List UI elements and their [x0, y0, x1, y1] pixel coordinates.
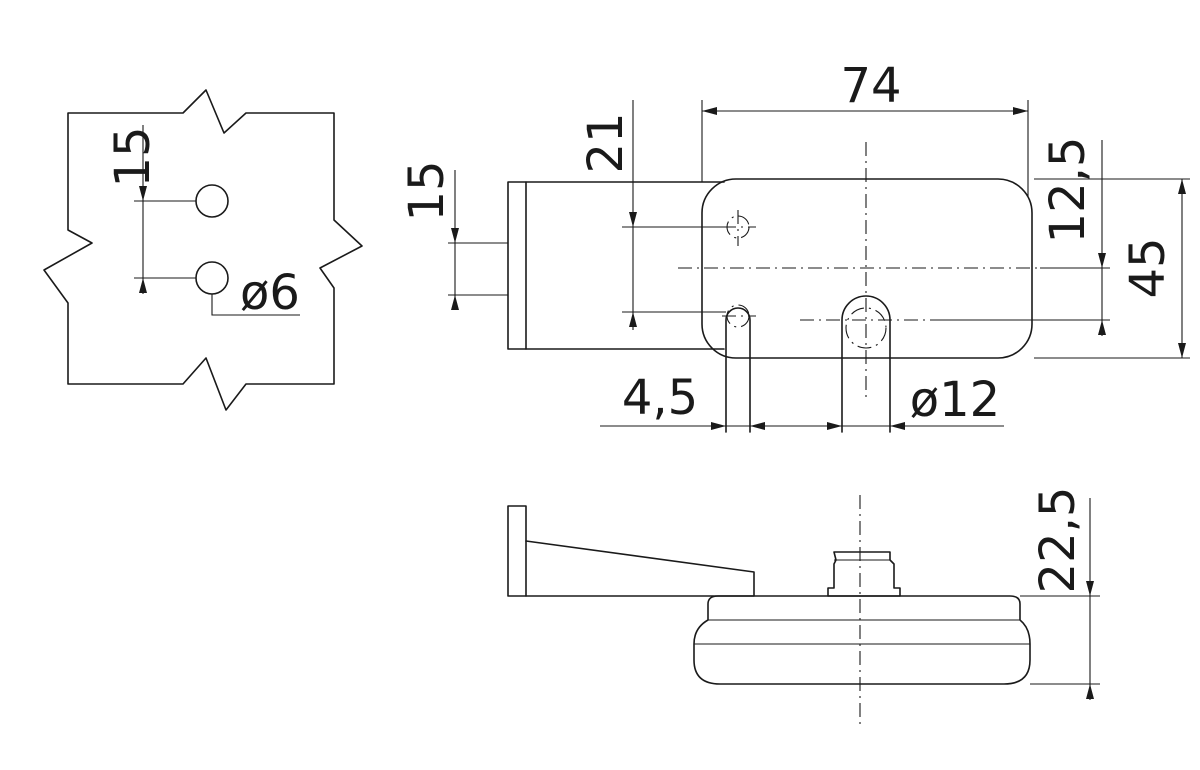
top-view — [448, 100, 1190, 433]
dim-total-width-label: 74 — [840, 58, 901, 114]
slot-center — [841, 295, 891, 433]
grommet — [827, 551, 901, 597]
dim-slot-spacing-label: 21 — [578, 112, 634, 173]
side-bracket-arm — [525, 540, 755, 597]
lamp-body-outline — [701, 178, 1033, 359]
dim-hole-spacing-label: 15 — [105, 126, 161, 187]
dim-bracket-offset-label: 15 — [399, 160, 455, 221]
cutout-outline — [43, 89, 363, 411]
dim-hole-diameter-label: ø6 — [240, 265, 300, 321]
hole-pattern-view — [43, 89, 363, 411]
slot-left — [725, 307, 751, 433]
lamp-housing-side — [693, 595, 1031, 685]
mounting-hole-upper — [195, 184, 229, 218]
side-view — [507, 495, 1100, 724]
mounting-hole-lower — [195, 261, 229, 295]
dim-side-height-label: 22,5 — [1030, 487, 1086, 594]
bracket-plate — [507, 181, 527, 350]
dim-mount-diameter-label: ø12 — [910, 372, 1000, 428]
dim-slot-width-label: 4,5 — [622, 370, 698, 426]
dim-total-height-label: 45 — [1120, 237, 1176, 298]
side-bracket-plate — [507, 505, 527, 597]
dim-top-offset-label: 12,5 — [1040, 137, 1096, 244]
